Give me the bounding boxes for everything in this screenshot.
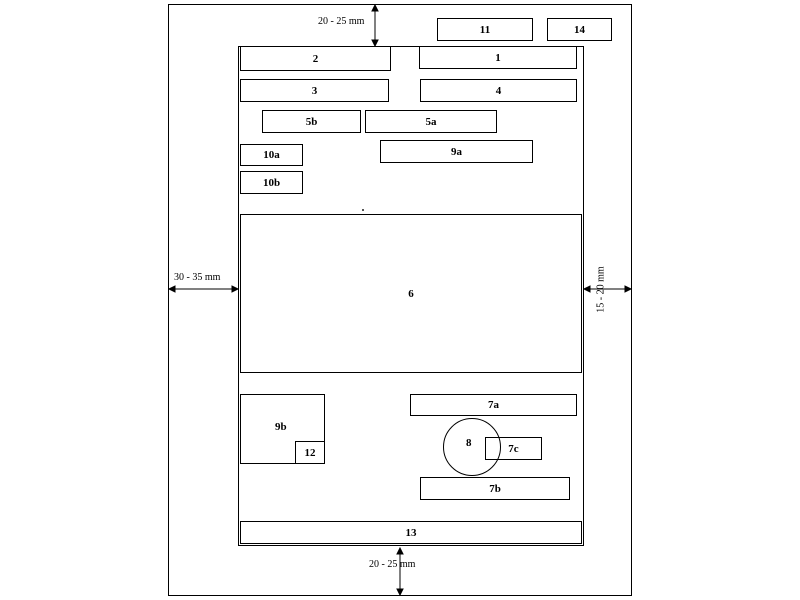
left-margin-label: 30 - 35 mm: [174, 272, 221, 283]
box-9b-label: 9b: [275, 421, 287, 433]
box-9a: 9a: [380, 140, 533, 163]
box-7c: 7c: [485, 437, 542, 460]
top-margin-label: 20 - 25 mm: [318, 16, 365, 27]
circle-8-label: 8: [466, 437, 472, 449]
box-5b: 5b: [262, 110, 361, 133]
box-13: 13: [240, 521, 582, 544]
speck: [362, 209, 364, 211]
box-14: 14: [547, 18, 612, 41]
box-1: 1: [419, 46, 577, 69]
content-area: [238, 46, 584, 546]
box-11: 11: [437, 18, 533, 41]
box-10a: 10a: [240, 144, 303, 166]
box-7a: 7a: [410, 394, 577, 416]
box-4: 4: [420, 79, 577, 102]
box-2: 2: [240, 46, 391, 71]
bottom-margin-label: 20 - 25 mm: [369, 559, 416, 570]
box-10b: 10b: [240, 171, 303, 194]
box-7b: 7b: [420, 477, 570, 500]
box-5a: 5a: [365, 110, 497, 133]
box-9b: 9b: [240, 394, 325, 464]
box-12: 12: [295, 441, 325, 464]
circle-8: 8: [443, 418, 501, 476]
box-3: 3: [240, 79, 389, 102]
right-margin-label: 15 - 20 mm: [595, 266, 607, 313]
box-6: 6: [240, 214, 582, 373]
